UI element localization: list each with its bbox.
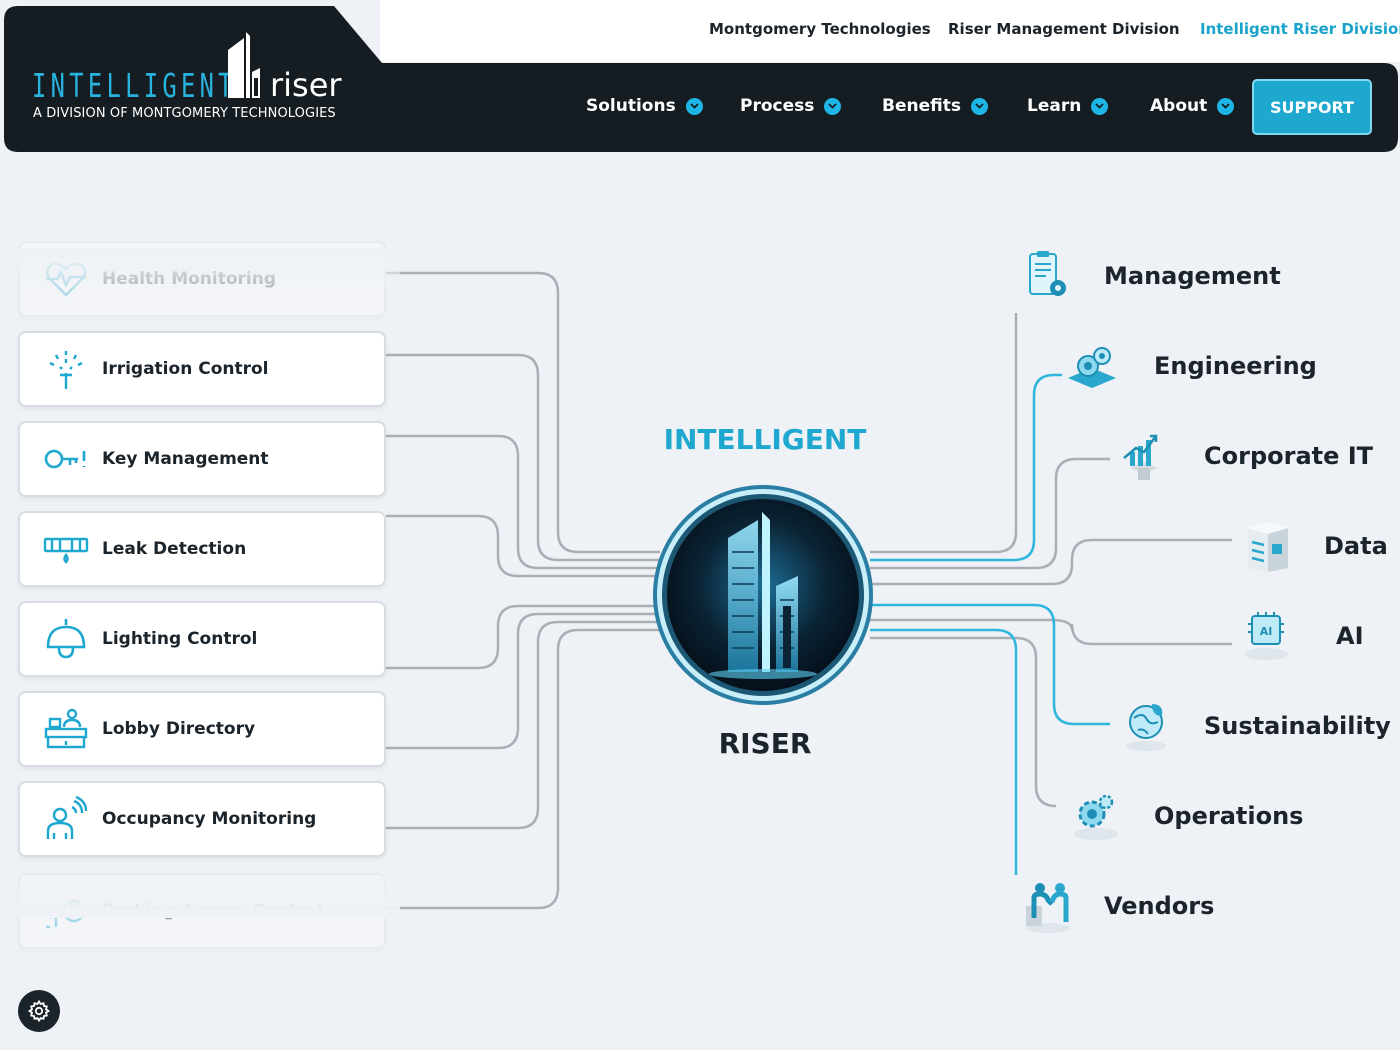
chevron-down-icon <box>824 97 842 115</box>
cog-person-icon <box>1074 794 1118 840</box>
department-management[interactable]: Management <box>1020 248 1281 304</box>
utility-links: Montgomery Technologies Riser Management… <box>380 0 1400 62</box>
chevron-down-icon <box>1091 97 1109 115</box>
department-label: AI <box>1336 622 1364 650</box>
heart-monitor-icon <box>46 262 86 297</box>
nav-solutions[interactable]: Solutions <box>586 96 703 116</box>
feature-label: Occupancy Monitoring <box>102 809 317 829</box>
department-label: Corporate IT <box>1204 442 1374 470</box>
hub-title-intelligent: INTELLIGENT <box>663 423 867 456</box>
settings-button[interactable] <box>18 990 60 1032</box>
svg-text:AI: AI <box>1260 625 1273 638</box>
lamp-icon <box>46 619 86 659</box>
ai-chip-icon: AI <box>1244 612 1288 660</box>
feature-label: Leak Detection <box>102 539 247 559</box>
link-riser-management-division[interactable]: Riser Management Division <box>948 20 1180 38</box>
support-button[interactable]: SUPPORT <box>1252 79 1372 135</box>
growth-chart-icon <box>1123 434 1158 480</box>
key-icon <box>44 449 86 469</box>
department-corporate-it[interactable]: Corporate IT <box>1116 428 1373 484</box>
feature-card-parking-access-control[interactable]: Parking Access Control <box>18 873 386 949</box>
chevron-down-icon <box>970 97 988 115</box>
feature-label: Key Management <box>102 449 269 469</box>
feature-label: Parking Access Control <box>102 901 323 921</box>
feature-card-health-monitoring[interactable]: Health Monitoring <box>18 241 386 317</box>
feature-card-lobby-directory[interactable]: Lobby Directory <box>18 691 386 767</box>
department-label: Sustainability <box>1204 712 1391 740</box>
chevron-down-icon <box>1217 97 1235 115</box>
gear-icon <box>27 999 51 1023</box>
nav-label: Solutions <box>586 96 676 116</box>
feature-label: Health Monitoring <box>102 269 277 289</box>
handshake-icon <box>1026 883 1070 933</box>
chevron-down-icon <box>685 97 703 115</box>
nav-process[interactable]: Process <box>740 96 842 116</box>
hub-title-riser: RISER <box>718 727 812 760</box>
nav-benefits[interactable]: Benefits <box>882 96 988 116</box>
feature-card-irrigation-control[interactable]: Irrigation Control <box>18 331 386 407</box>
link-montgomery-technologies[interactable]: Montgomery Technologies <box>709 20 931 38</box>
logo-wordmark: INTELLIGENT <box>32 66 237 105</box>
logo-building-icon <box>228 32 260 98</box>
feature-card-lighting-control[interactable]: Lighting Control <box>18 601 386 677</box>
globe-leaf-icon <box>1126 704 1166 751</box>
nav-label: Learn <box>1027 96 1082 116</box>
server-icon <box>1248 522 1288 572</box>
parking-icon <box>46 899 86 929</box>
feature-card-leak-detection[interactable]: Leak Detection <box>18 511 386 587</box>
feature-label: Lobby Directory <box>102 719 256 739</box>
sprinkler-icon <box>49 351 83 389</box>
logo-riser-text: riser <box>270 66 342 104</box>
department-label: Data <box>1324 532 1388 560</box>
nav-learn[interactable]: Learn <box>1027 96 1109 116</box>
header-bar <box>4 6 1398 152</box>
pipe-leak-icon <box>43 537 89 564</box>
feature-label: Irrigation Control <box>102 359 269 379</box>
department-sustainability[interactable]: Sustainability <box>1116 698 1391 754</box>
link-intelligent-riser-division[interactable]: Intelligent Riser Division <box>1200 20 1400 38</box>
nav-label: About <box>1150 96 1208 116</box>
riser-hub-building-icon <box>653 485 873 705</box>
person-signal-icon <box>46 795 88 839</box>
feature-card-key-management[interactable]: Key Management <box>18 421 386 497</box>
department-vendors[interactable]: Vendors <box>1020 878 1214 934</box>
department-ai[interactable]: AI AI <box>1238 608 1364 664</box>
logo-tagline: A DIVISION OF MONTGOMERY TECHNOLOGIES <box>33 106 336 121</box>
department-label: Management <box>1104 262 1281 290</box>
department-label: Engineering <box>1154 352 1317 380</box>
gears-icon <box>1068 347 1116 388</box>
department-label: Vendors <box>1104 892 1215 920</box>
nav-about[interactable]: About <box>1150 96 1235 116</box>
nav-label: Process <box>740 96 815 116</box>
feature-label: Lighting Control <box>102 629 258 649</box>
reception-desk-icon <box>44 708 88 749</box>
department-operations[interactable]: Operations <box>1068 788 1303 844</box>
department-label: Operations <box>1154 802 1304 830</box>
department-data[interactable]: Data <box>1240 518 1388 574</box>
nav-label: Benefits <box>882 96 961 116</box>
feature-card-occupancy-monitoring[interactable]: Occupancy Monitoring <box>18 781 386 857</box>
department-engineering[interactable]: Engineering <box>1064 338 1317 394</box>
clipboard-gear-icon <box>1029 251 1066 296</box>
